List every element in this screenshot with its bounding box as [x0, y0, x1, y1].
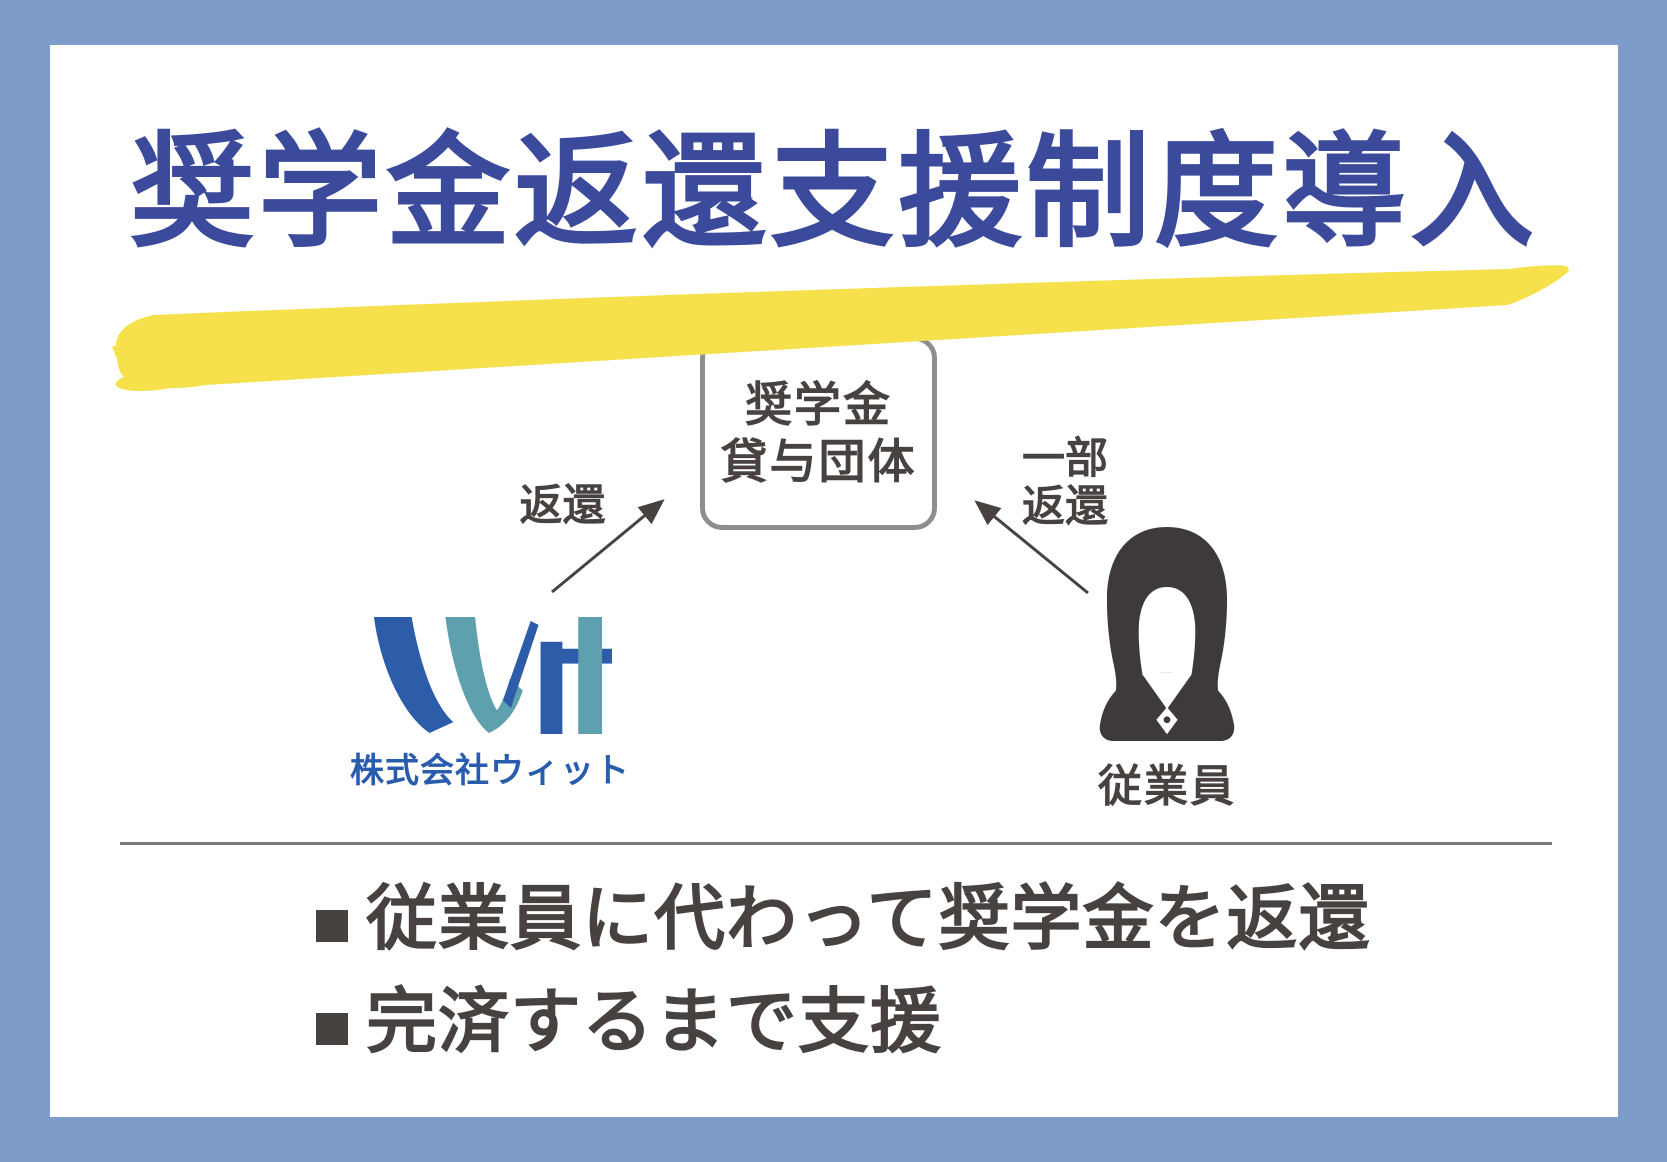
repayment-label: 返還 [519, 482, 606, 530]
partial-repayment-label-line2: 返還 [1022, 483, 1108, 531]
square-bullet-icon [316, 1013, 348, 1045]
section-divider [120, 842, 1552, 845]
slide-content: 奨学金返還支援制度導入 奨学金 貸与団体 返還 一部 返還 Wit [50, 45, 1618, 1117]
partial-repayment-label: 一部 返還 [1005, 435, 1125, 531]
square-bullet-icon [316, 910, 348, 942]
yellow-highlight-stroke [112, 265, 1570, 392]
company-name: 株式会社ウィット [350, 752, 630, 790]
bullet-text-1: 従業員に代わって奨学金を返還 [366, 879, 1371, 959]
employee-label: 従業員 [1098, 762, 1236, 811]
employee-block: 従業員 [1082, 525, 1252, 814]
org-box-line1: 奨学金 [745, 378, 892, 431]
page-title: 奨学金返還支援制度導入 [129, 124, 1538, 262]
org-box-line2: 貸与団体 [720, 435, 917, 488]
partial-repayment-label-line1: 一部 [1022, 435, 1108, 483]
bullet-list: 従業員に代わって奨学金を返還 完済するまで支援 [316, 873, 1370, 1079]
company-block: Wit 株式会社ウィット [350, 617, 630, 792]
title-block: 奨学金返還支援制度導入 [50, 124, 1618, 392]
wit-logo-icon [373, 617, 612, 734]
list-item: 従業員に代わって奨学金を返還 [316, 873, 1370, 965]
employee-person-icon [1099, 526, 1235, 742]
bullet-text-2: 完済するまで支援 [366, 982, 943, 1062]
list-item: 完済するまで支援 [316, 976, 1370, 1068]
